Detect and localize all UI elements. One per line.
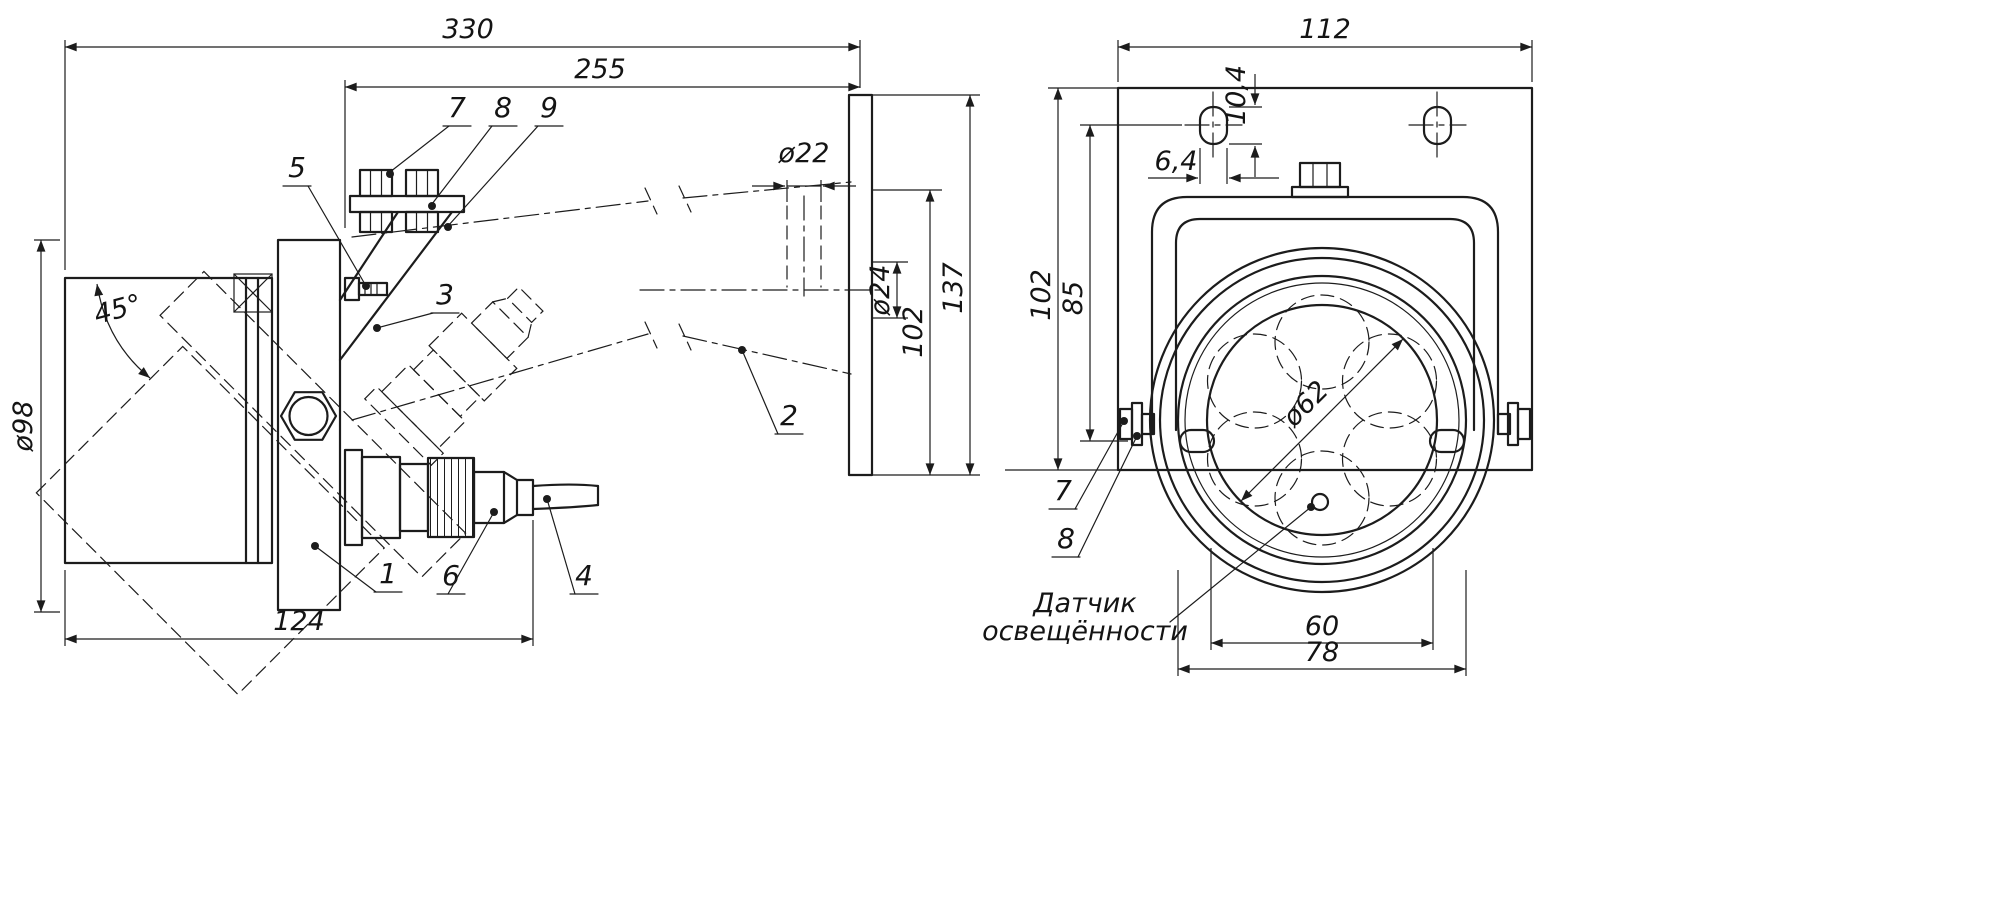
dim-plate-width: 112	[1117, 14, 1533, 82]
dim-d24-label: ø24	[865, 265, 896, 317]
bolt-pair	[358, 168, 440, 198]
dim-6-4-label: 6,4	[1155, 146, 1198, 177]
dim-60-label: 60	[1305, 611, 1339, 642]
pivot-hex-nut	[279, 391, 338, 441]
sensor-label-line1: Датчик	[1032, 588, 1137, 619]
dim-slot-length: 10,4	[1221, 65, 1262, 177]
dim-slot-to-axis: 85	[1058, 124, 1182, 442]
face-slot-right	[1428, 428, 1466, 454]
dim-102-right-label: 102	[1026, 269, 1057, 321]
callout-1-label: 1	[379, 557, 397, 590]
dim-124-label: 124	[273, 606, 325, 637]
callout-3-label: 3	[436, 278, 454, 311]
dim-overall-length: 330	[64, 14, 861, 270]
callout-7-front-label: 7	[1054, 474, 1072, 507]
sensor-label: Датчик освещённости	[982, 503, 1315, 647]
dim-102-left-label: 102	[898, 306, 929, 358]
dim-d98-label: ø98	[8, 401, 39, 453]
callouts-left: 7 8 9 5	[282, 91, 804, 595]
callout-7-label: 7	[448, 91, 466, 124]
dim-plate-height-left: 137	[872, 94, 980, 476]
callout-2-label: 2	[780, 399, 798, 432]
callout-4: 4	[543, 495, 599, 595]
dim-112-label: 112	[1299, 14, 1351, 45]
pivot-bolt-left	[1118, 401, 1156, 447]
adjust-screw	[343, 276, 389, 302]
callout-7-front: 7	[1048, 417, 1128, 510]
dim-lens-span: 60	[1210, 548, 1434, 650]
callout-9-label: 9	[540, 91, 558, 124]
connector-assembly	[343, 448, 600, 547]
callout-5-label: 5	[288, 151, 306, 184]
dim-d62-label: ø62	[1276, 375, 1335, 434]
dim-137-label: 137	[938, 262, 969, 314]
aim-lines	[351, 181, 887, 421]
callout-8-front-label: 8	[1057, 522, 1075, 555]
dim-plate-height-front: 102	[1005, 87, 1118, 471]
face-slot-left	[1178, 428, 1216, 454]
bracket-arm	[338, 168, 466, 362]
dim-78-label: 78	[1305, 637, 1339, 668]
pole-plate-edge	[847, 93, 874, 477]
dim-10-4-label: 10,4	[1221, 65, 1252, 125]
dim-aperture-diameter: ø62	[1240, 338, 1404, 502]
callout-5: 5	[282, 151, 370, 290]
knurled-ring	[426, 456, 476, 539]
callout-8-front: 8	[1051, 432, 1141, 558]
dim-330-label: 330	[442, 14, 494, 45]
pivot-bolt-right	[1496, 401, 1532, 447]
top-bolt	[1290, 161, 1350, 199]
callout-7: 7	[386, 91, 472, 178]
dim-bezel-span: 78	[1177, 570, 1467, 676]
yoke-bracket	[1118, 161, 1532, 447]
mounting-plate	[276, 238, 342, 612]
slot-right	[1408, 91, 1467, 159]
nut-pair	[358, 210, 440, 234]
dim-hole-diameter: ø22	[752, 138, 856, 202]
lamp-body-phantom	[35, 270, 467, 696]
connector-phantom	[363, 286, 544, 467]
callout-8-label: 8	[494, 91, 512, 124]
right-view: 112 10,4 6,4 102	[982, 14, 1534, 676]
callout-2: 2	[738, 346, 804, 435]
dim-body-length: 124	[64, 520, 534, 646]
callout-6-label: 6	[442, 559, 460, 592]
callout-4-label: 4	[575, 559, 593, 592]
dim-85-label: 85	[1058, 281, 1089, 315]
dim-mount-span: 102	[872, 189, 942, 475]
callout-6: 6	[436, 508, 498, 595]
dim-d22-label: ø22	[778, 138, 830, 169]
callouts-right: 7 8	[1048, 417, 1141, 558]
left-view: 330 255 ø98 45° 124	[8, 14, 980, 696]
dim-boss-diameter: ø24	[865, 261, 908, 319]
dim-body-diameter: ø98	[8, 239, 60, 613]
cable	[531, 483, 600, 511]
dim-upper-span: 255	[344, 54, 860, 228]
slot-left	[1184, 91, 1243, 159]
callout-9: 9	[444, 91, 564, 231]
callout-3: 3	[373, 278, 460, 332]
dim-slot-width: 6,4	[1148, 146, 1279, 184]
dim-tilt-angle: 45°	[91, 283, 151, 379]
cable-gland	[233, 273, 273, 313]
lamp-face	[1148, 246, 1496, 594]
callout-1: 1	[311, 542, 403, 593]
callout-8: 8	[428, 91, 518, 210]
sensor-label-line2: освещённости	[982, 616, 1188, 647]
lamp-body	[63, 273, 274, 565]
dim-255-label: 255	[574, 54, 626, 85]
